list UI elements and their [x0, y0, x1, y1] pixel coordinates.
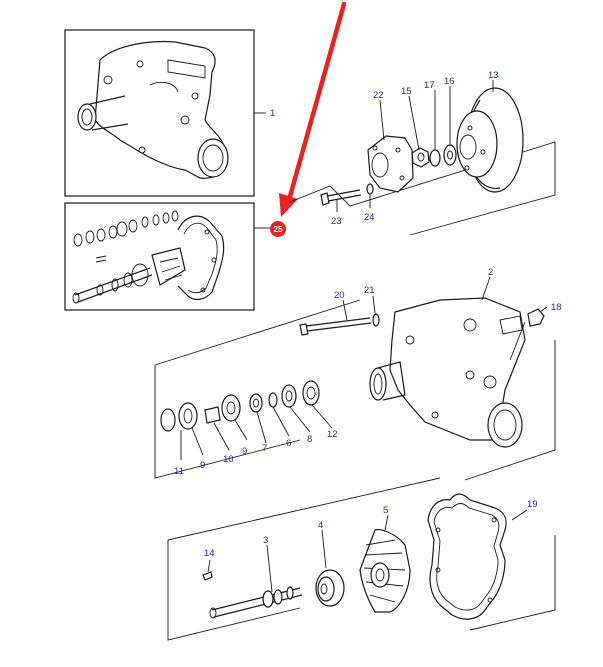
part-25-badge: 25 [270, 221, 286, 237]
housing-assembly-box [64, 29, 255, 197]
label-part-1: 1 [270, 108, 275, 119]
label-part-22: 22 [373, 90, 384, 101]
label-part-11: 11 [174, 466, 184, 477]
repair-kit-box [64, 202, 255, 311]
label-part-21: 21 [364, 285, 375, 296]
label-part-17: 17 [424, 80, 435, 91]
label-part-25: 25 [274, 225, 283, 234]
label-part-12: 12 [327, 429, 338, 440]
label-part-6: 6 [286, 438, 291, 449]
label-part-20: 20 [334, 290, 345, 301]
label-part-7: 7 [262, 443, 267, 454]
label-part-14: 14 [204, 548, 215, 559]
label-part-3: 3 [263, 535, 268, 546]
label-part-2: 2 [488, 267, 493, 278]
label-part-10: 10 [223, 454, 234, 465]
label-part-16: 16 [444, 76, 455, 87]
impeller-group [167, 477, 556, 641]
label-part-5: 5 [383, 505, 388, 516]
label-part-19: 19 [527, 499, 538, 510]
pulley-group [289, 87, 556, 236]
highlight-arrow [279, 1, 347, 217]
label-part-24: 24 [364, 212, 375, 223]
label-part-4: 4 [318, 520, 323, 531]
label-part-23: 23 [331, 216, 342, 227]
label-part-9b: 9 [242, 446, 247, 457]
pump-body-group [154, 297, 556, 481]
label-part-8: 8 [307, 434, 312, 445]
label-part-13: 13 [488, 70, 499, 81]
label-part-18: 18 [551, 302, 562, 313]
label-part-15: 15 [401, 86, 412, 97]
label-part-9a: 9 [200, 460, 205, 471]
